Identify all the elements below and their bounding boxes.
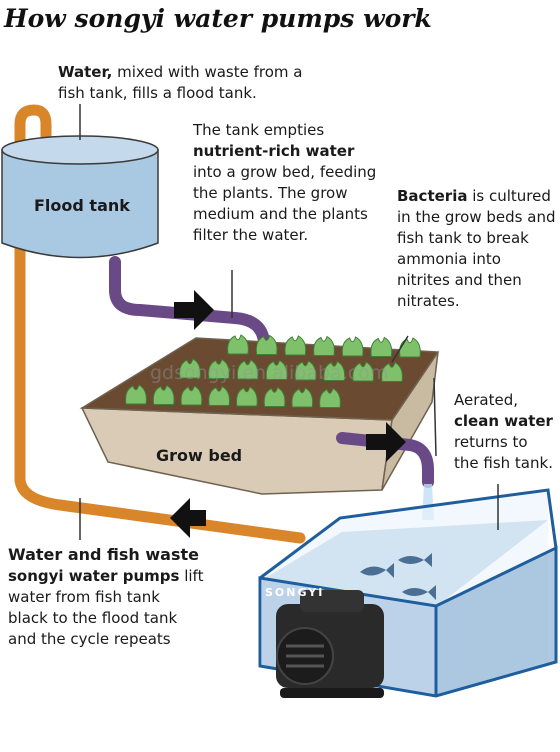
outflow-pipe: [336, 432, 434, 488]
lettuce-icon: [152, 384, 175, 405]
feed-pipe: [109, 256, 270, 348]
lettuce-icon: [381, 361, 403, 382]
leader-lines: [79, 104, 499, 540]
lettuce-icon: [180, 385, 203, 406]
annotation-aerated: Aerated, clean water returns to the fish…: [454, 390, 553, 474]
annotation-line: returns to: [454, 433, 528, 451]
annotation-line: lift: [179, 567, 204, 585]
watermark: gdsongyi.en.alibaba.com: [150, 362, 389, 384]
annotation-heading: Water and fish waste: [8, 545, 199, 564]
lettuce-icon: [294, 360, 317, 381]
inlet-pipe: [14, 104, 52, 156]
lettuce-icon: [236, 386, 258, 407]
annotation-line: water from fish tank: [8, 588, 160, 606]
annotation-line: and the cycle repeats: [8, 630, 171, 648]
annotation-line: is cultured: [467, 187, 551, 205]
annotation-bold: Water,: [58, 63, 113, 81]
annotation-line: into a grow bed, feeding: [193, 163, 377, 181]
annotation-bacteria: Bacteria is cultured in the grow beds an…: [397, 186, 555, 312]
lettuce-icon: [341, 336, 364, 357]
grow-bed-label: Grow bed: [156, 446, 243, 465]
annotation-line: Aerated,: [454, 391, 518, 409]
annotation-line: medium and the plants: [193, 205, 368, 223]
return-pipe: [14, 224, 306, 544]
arrow-right-icon: [174, 290, 214, 330]
flood-tank-label: Flood tank: [34, 196, 130, 215]
lettuce-icon: [323, 360, 346, 381]
brand-logo: SONGYI: [265, 586, 325, 599]
annotation-line: nitrates.: [397, 292, 460, 310]
lettuce-icon: [291, 387, 314, 408]
flood-tank: [1, 135, 159, 259]
annotation-water-intro: Water, mixed with waste from a fish tank…: [58, 62, 302, 104]
lettuce-icon: [208, 385, 230, 406]
annotation-line: the plants. The grow: [193, 184, 348, 202]
pump-icon: [276, 590, 384, 698]
lettuce-icon: [236, 359, 259, 380]
lettuce-icon: [179, 358, 201, 379]
annotation-line: black to the flood tank: [8, 609, 178, 627]
lettuce-icon: [284, 335, 307, 356]
lettuce-icon: [227, 334, 249, 355]
annotation-line: The tank empties: [193, 121, 325, 139]
annotation-line: in the grow beds and: [397, 208, 556, 226]
annotation-line: fish tank, fills a flood tank.: [58, 84, 257, 102]
annotation-line: nitrites and then: [397, 271, 522, 289]
lettuce-plants: [125, 334, 421, 408]
arrow-left-icon: [170, 498, 206, 538]
lettuce-icon: [208, 358, 230, 379]
lettuce-icon: [399, 337, 421, 358]
annotation-tank-empties: The tank empties nutrient-rich water int…: [193, 120, 376, 246]
annotation-line: the fish tank.: [454, 454, 553, 472]
page-title: How songyi water pumps work: [4, 4, 432, 33]
lettuce-icon: [319, 387, 341, 408]
annotation-bold: nutrient-rich water: [193, 142, 355, 160]
lettuce-icon: [265, 359, 288, 380]
lettuce-icon: [313, 335, 335, 356]
fish-icon: [360, 553, 436, 600]
annotation-bold: songyi water pumps: [8, 567, 180, 585]
annotation-bold: Bacteria: [397, 187, 468, 205]
annotation-bold: clean water: [454, 412, 553, 430]
annotation-water-waste: Water and fish waste songyi water pumps …: [8, 544, 203, 650]
arrow-right-icon: [366, 422, 406, 462]
annotation-line: filter the water.: [193, 226, 309, 244]
annotation-line: mixed with waste from a: [112, 63, 303, 81]
lettuce-icon: [263, 386, 286, 407]
annotation-line: ammonia into: [397, 250, 501, 268]
lettuce-icon: [352, 361, 374, 382]
lettuce-icon: [125, 384, 147, 405]
lettuce-icon: [370, 336, 393, 357]
annotation-line: fish tank to break: [397, 229, 529, 247]
lettuce-icon: [255, 334, 278, 355]
